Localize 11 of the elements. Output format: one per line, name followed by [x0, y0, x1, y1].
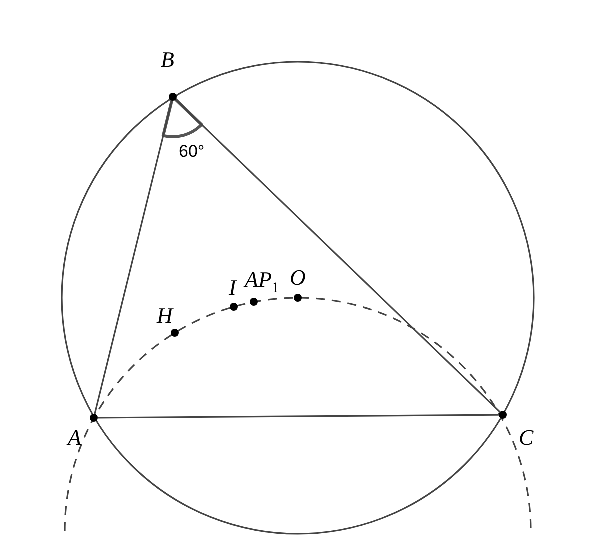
point-label: C: [519, 426, 534, 450]
point-label: A: [68, 426, 82, 450]
point-label: H: [157, 304, 173, 328]
point-label: B: [161, 48, 174, 72]
angle-label: 60°: [179, 142, 205, 162]
point-label: AP$_{1}$: [245, 268, 280, 298]
line-segment: [94, 100, 173, 414]
point-label: I: [229, 276, 236, 300]
line-segment: [175, 99, 501, 413]
line-segment: [98, 414, 499, 419]
point-label: O: [290, 266, 306, 290]
